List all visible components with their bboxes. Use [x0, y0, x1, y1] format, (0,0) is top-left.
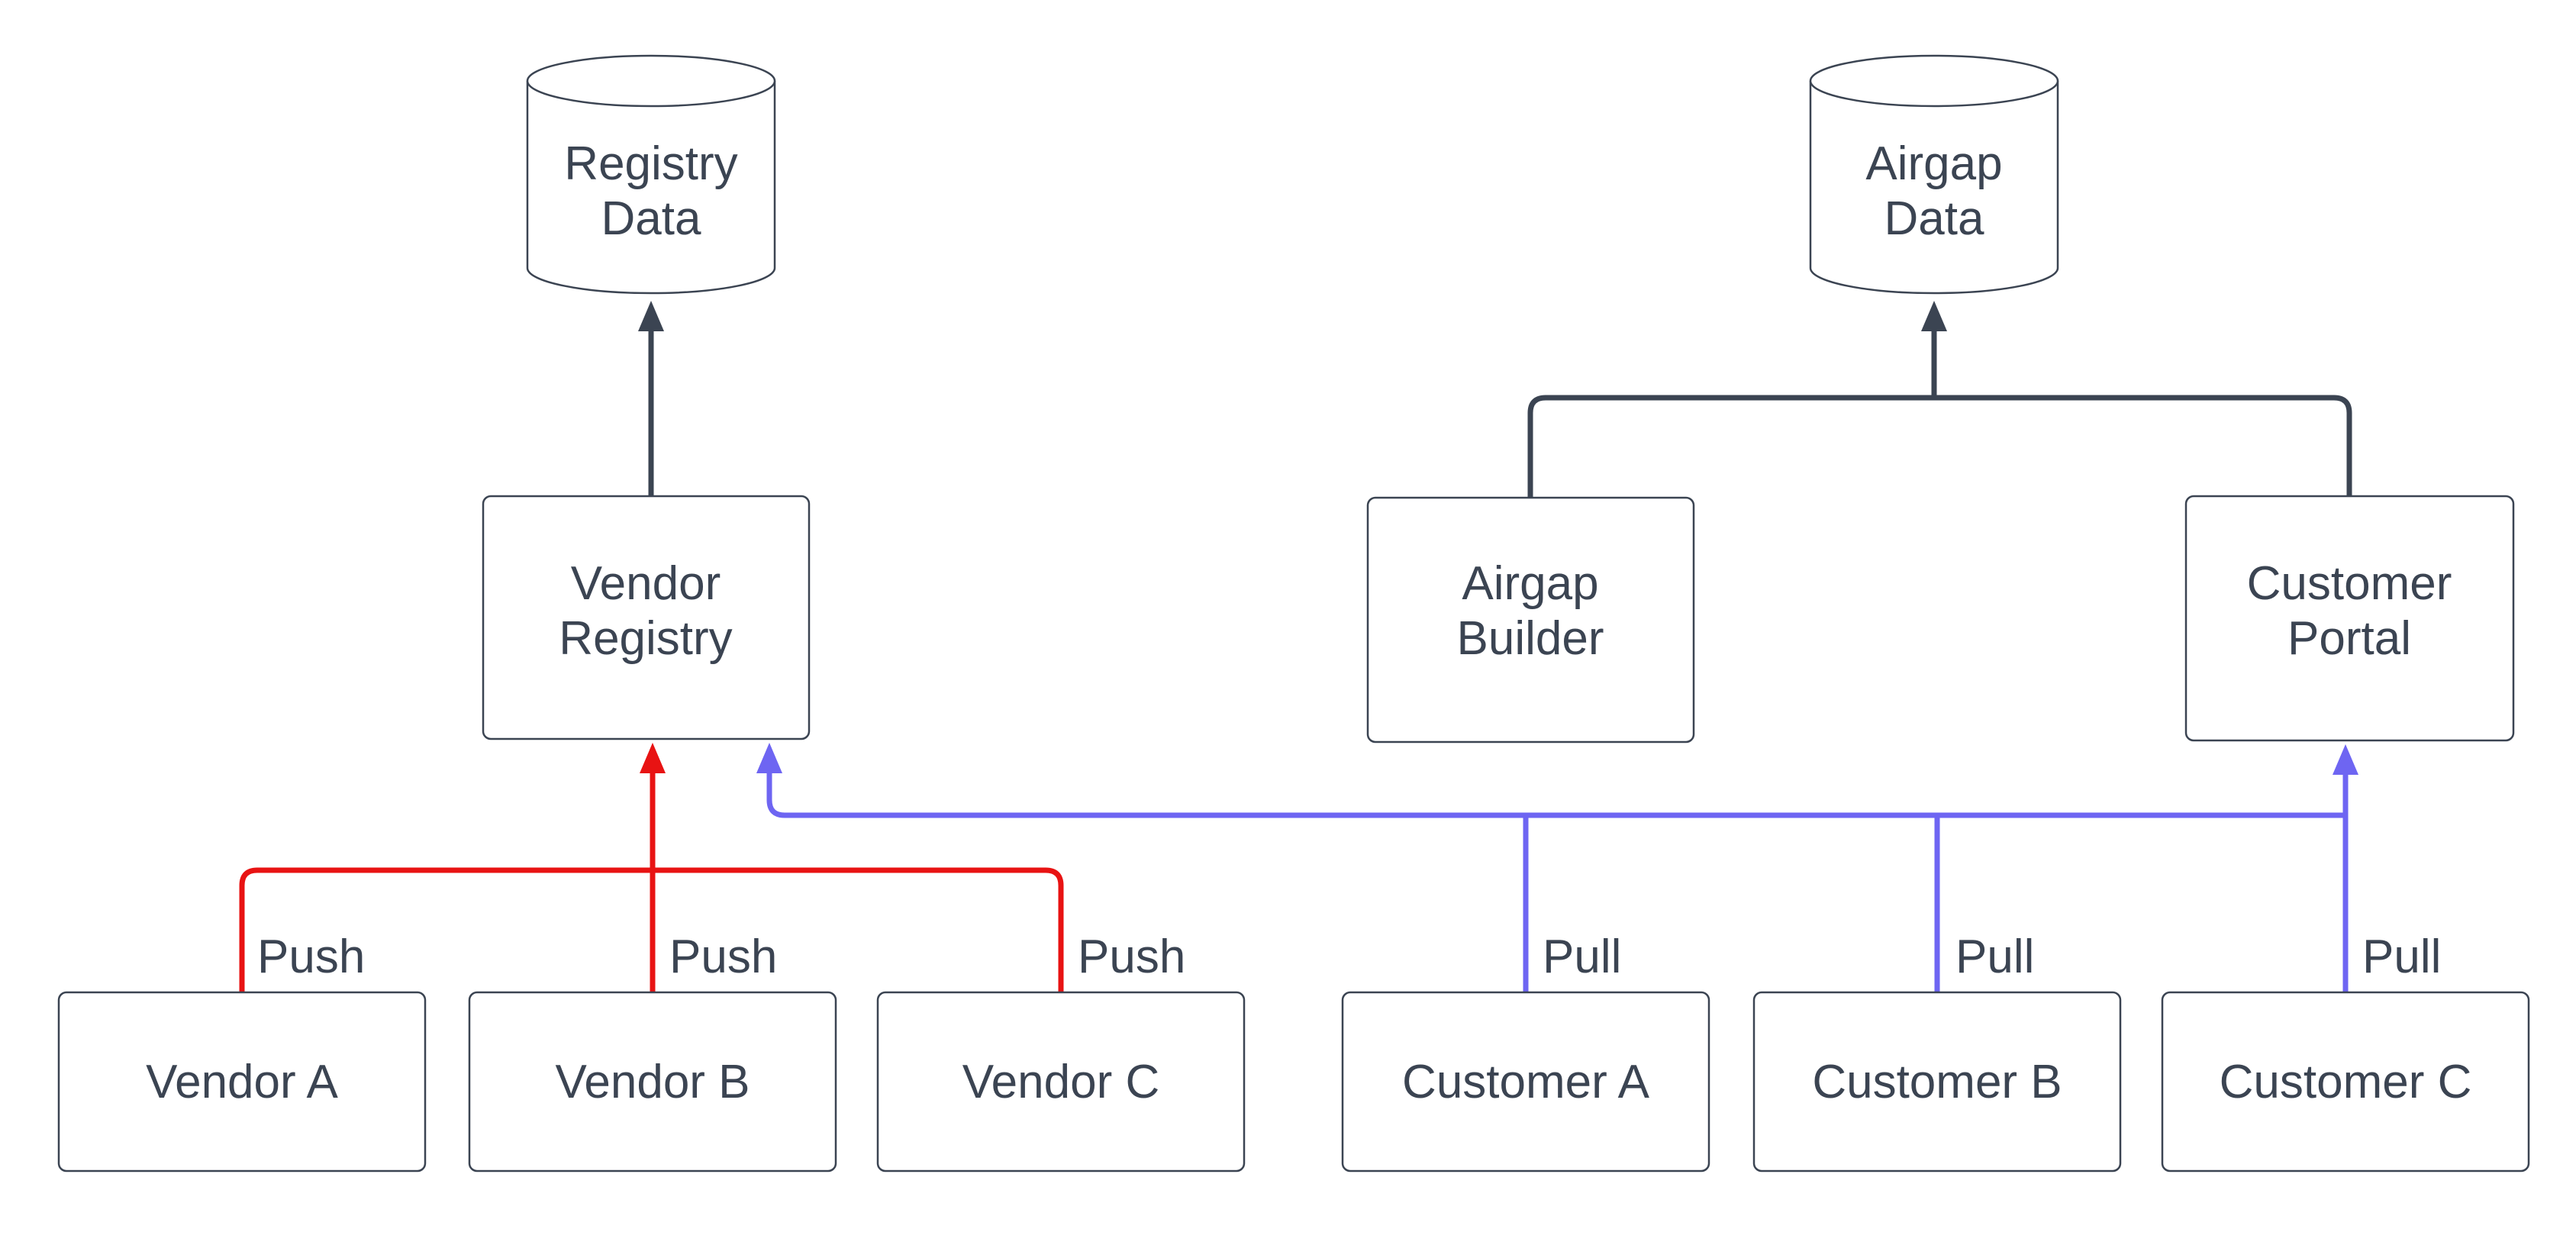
airgap-builder-label-line2: Builder [1457, 612, 1604, 665]
customer-a-label: Customer A [1402, 1056, 1650, 1108]
push-label-vendor-c: Push [1078, 931, 1185, 983]
push-label-vendor-a: Push [257, 931, 365, 983]
pull-label-customer-c: Pull [2362, 931, 2441, 983]
customer-b-label: Customer B [1812, 1056, 2062, 1108]
vendor-b-label: Vendor B [555, 1056, 750, 1108]
vendor-a-label: Vendor A [146, 1056, 338, 1108]
node-vendor-c: Vendor C [876, 991, 1246, 1173]
arrowhead-push-vendor-registry [640, 743, 666, 773]
push-label-vendor-b: Push [669, 931, 777, 983]
registry-data-label-line1: Registry [564, 137, 737, 190]
cylinder-top [1809, 54, 2059, 108]
cylinder-top [526, 54, 776, 108]
edge-builder-portal-merge [1527, 395, 2352, 498]
pull-label-customer-a: Pull [1543, 931, 1621, 983]
airgap-data-label-line1: Airgap [1865, 137, 2002, 190]
cylinder-body [1809, 81, 2059, 295]
airgap-builder-box [1366, 496, 1695, 744]
customer-portal-label-line1: Customer [2247, 557, 2452, 610]
arrowhead-registry-data [638, 301, 664, 331]
vendor-registry-label-line1: Vendor [571, 557, 721, 610]
vendor-c-label: Vendor C [962, 1056, 1160, 1108]
edge-pull-trunk [766, 773, 2345, 818]
airgap-data-label-line2: Data [1884, 192, 1984, 245]
node-customer-a: Customer A [1341, 991, 1710, 1173]
node-customer-b: Customer B [1752, 991, 2122, 1173]
vendor-b-box [468, 991, 837, 1173]
node-vendor-b: Vendor B [468, 991, 837, 1173]
registry-data-label-line2: Data [601, 192, 701, 245]
node-airgap-data: Airgap Data [1809, 54, 2059, 295]
node-airgap-builder: Airgap Builder [1366, 496, 1695, 744]
customer-portal-box [2184, 495, 2515, 742]
customer-portal-label-line2: Portal [2287, 612, 2411, 665]
push-edges [239, 743, 1064, 992]
node-registry-data: Registry Data [526, 54, 776, 295]
customer-a-box [1341, 991, 1710, 1173]
arrowhead-pull-customer-portal [2333, 744, 2358, 775]
vendor-registry-box [482, 495, 811, 740]
node-customer-portal: Customer Portal [2184, 495, 2515, 742]
customer-c-label: Customer C [2220, 1056, 2472, 1108]
vendor-c-box [876, 991, 1246, 1173]
flow-edges [638, 301, 2352, 498]
arrowhead-pull-vendor-registry [756, 743, 782, 773]
pull-label-customer-b: Pull [1955, 931, 2034, 983]
vendor-registry-label-line2: Registry [559, 612, 732, 665]
customer-c-box [2161, 991, 2530, 1173]
node-customer-c: Customer C [2161, 991, 2530, 1173]
cylinder-body [526, 81, 776, 295]
node-vendor-registry: Vendor Registry [482, 495, 811, 740]
edge-labels: Push Push Push Pull Pull Pull [257, 931, 2441, 983]
pull-edges [756, 743, 2358, 992]
vendor-a-box [57, 991, 427, 1173]
node-vendor-a: Vendor A [57, 991, 427, 1173]
customer-b-box [1752, 991, 2122, 1173]
arrowhead-airgap-data [1921, 301, 1947, 331]
airgap-builder-label-line1: Airgap [1462, 557, 1598, 610]
